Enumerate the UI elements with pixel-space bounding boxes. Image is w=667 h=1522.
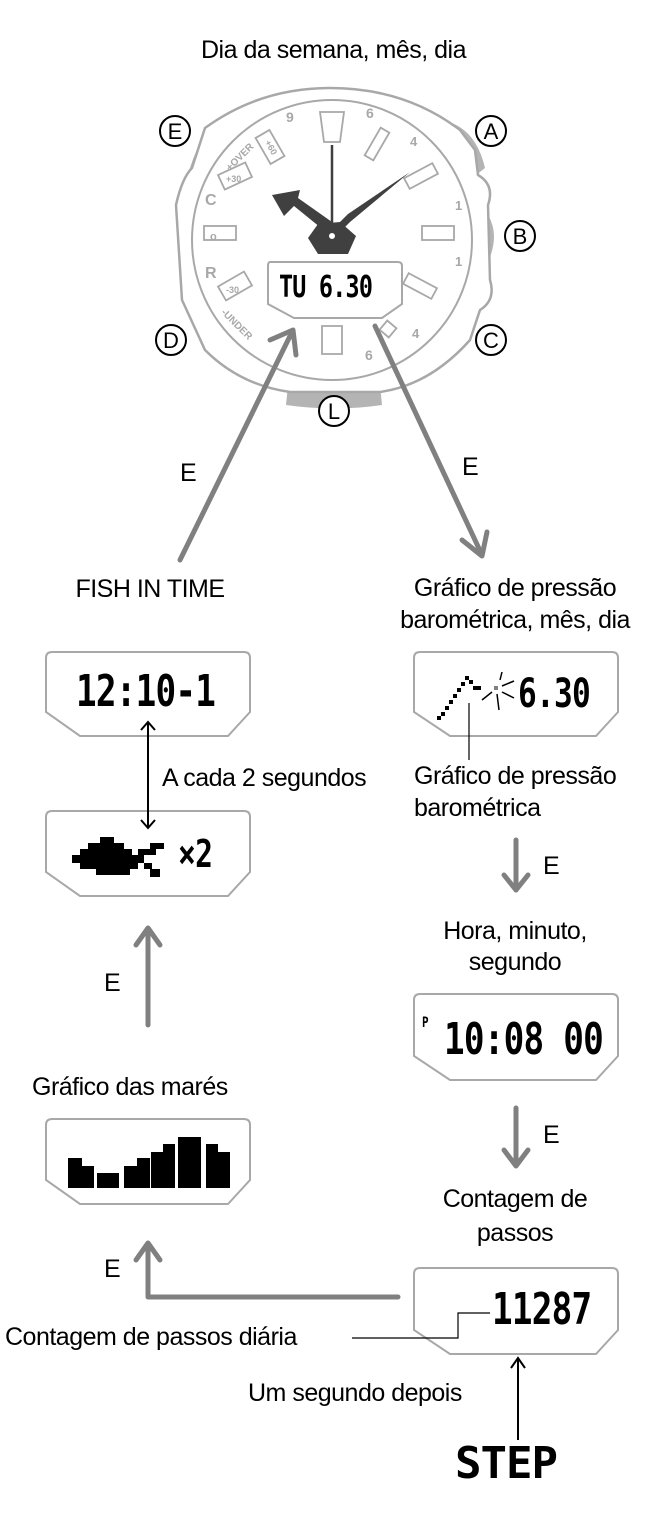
hour-hand <box>272 190 332 232</box>
barometric-title-2: barométrica, mês, dia <box>400 606 630 634</box>
time-frame <box>413 993 619 1081</box>
svg-text:1: 1 <box>455 198 462 213</box>
svg-text:+30: +30 <box>226 174 241 184</box>
button-d-label: D <box>163 328 179 353</box>
barometric-frame <box>413 651 619 737</box>
button-l-label: L <box>328 399 340 424</box>
step-label: STEP <box>455 1438 558 1489</box>
arrow-label-right: E <box>462 453 479 481</box>
svg-text:1: 1 <box>455 254 462 269</box>
return-arrow-label: E <box>104 1255 121 1283</box>
pm-indicator: P <box>422 1015 429 1031</box>
watch-lcd-frame <box>267 261 403 319</box>
arrow-up-label: E <box>104 969 121 997</box>
time-title-2: segundo <box>468 948 562 976</box>
alternate-label: A cada 2 segundos <box>162 764 367 792</box>
svg-text:R: R <box>205 265 217 282</box>
steps-display: 11287 <box>492 1284 592 1335</box>
button-c-label: C <box>483 328 499 353</box>
steps-title-1: Contagem de <box>442 1185 588 1213</box>
steps-frame <box>413 1267 619 1355</box>
steps-callout-line <box>352 1312 490 1339</box>
button-b-label: B <box>513 224 528 249</box>
arrow2-label: E <box>543 1121 560 1149</box>
button-labels <box>155 115 536 427</box>
barometric-date-display: 6.30 <box>518 671 591 717</box>
alternate-arrow <box>140 720 156 830</box>
svg-text:-30: -30 <box>226 285 239 295</box>
fish-in-time-title: FISH IN TIME <box>75 575 225 603</box>
svg-text:6: 6 <box>365 347 373 363</box>
tide-bars <box>68 1137 230 1188</box>
fish-time-display: 12:10-1 <box>76 666 216 717</box>
tide-graph-title: Gráfico das marés <box>32 1073 228 1101</box>
barometric-title-1: Gráfico de pressão <box>413 574 617 602</box>
barometric-callout-2: barométrica <box>414 794 541 822</box>
fish-icon <box>72 837 164 877</box>
watch-hands <box>272 145 410 254</box>
barometric-callout-1: Gráfico de pressão <box>414 762 617 790</box>
barometric-graph <box>437 676 498 720</box>
button-a-label: A <box>484 119 499 144</box>
svg-text:o: o <box>210 231 217 243</box>
svg-text:4: 4 <box>412 326 420 341</box>
button-e-label: E <box>168 119 183 144</box>
steps-callout: Contagem de passos diária <box>5 1323 297 1351</box>
fish-count-display: ×2 <box>178 832 213 876</box>
time-display: 10:08 00 <box>444 1014 604 1065</box>
arrow-label-left: E <box>180 459 197 487</box>
fish-time-frame <box>45 651 251 737</box>
steps-title-2: passos <box>476 1219 554 1247</box>
svg-text:4: 4 <box>410 134 418 149</box>
flow-arrows <box>133 323 531 1300</box>
minute-hand <box>336 172 410 232</box>
after-one-second-label: Um segundo depois <box>248 1379 462 1407</box>
blink-indicator <box>481 671 515 711</box>
time-title-1: Hora, minuto, <box>443 917 587 945</box>
watch-lcd-display: TU 6.30 <box>279 270 373 305</box>
svg-text:9: 9 <box>286 109 294 125</box>
svg-text:6: 6 <box>366 105 374 121</box>
watch-title: Dia da semana, mês, dia <box>200 36 467 64</box>
svg-text:C: C <box>205 192 217 209</box>
lcd-frames <box>45 651 619 1355</box>
arrow1-label: E <box>543 852 560 880</box>
step-arrow <box>510 1356 526 1440</box>
bezel-marks <box>203 111 455 355</box>
